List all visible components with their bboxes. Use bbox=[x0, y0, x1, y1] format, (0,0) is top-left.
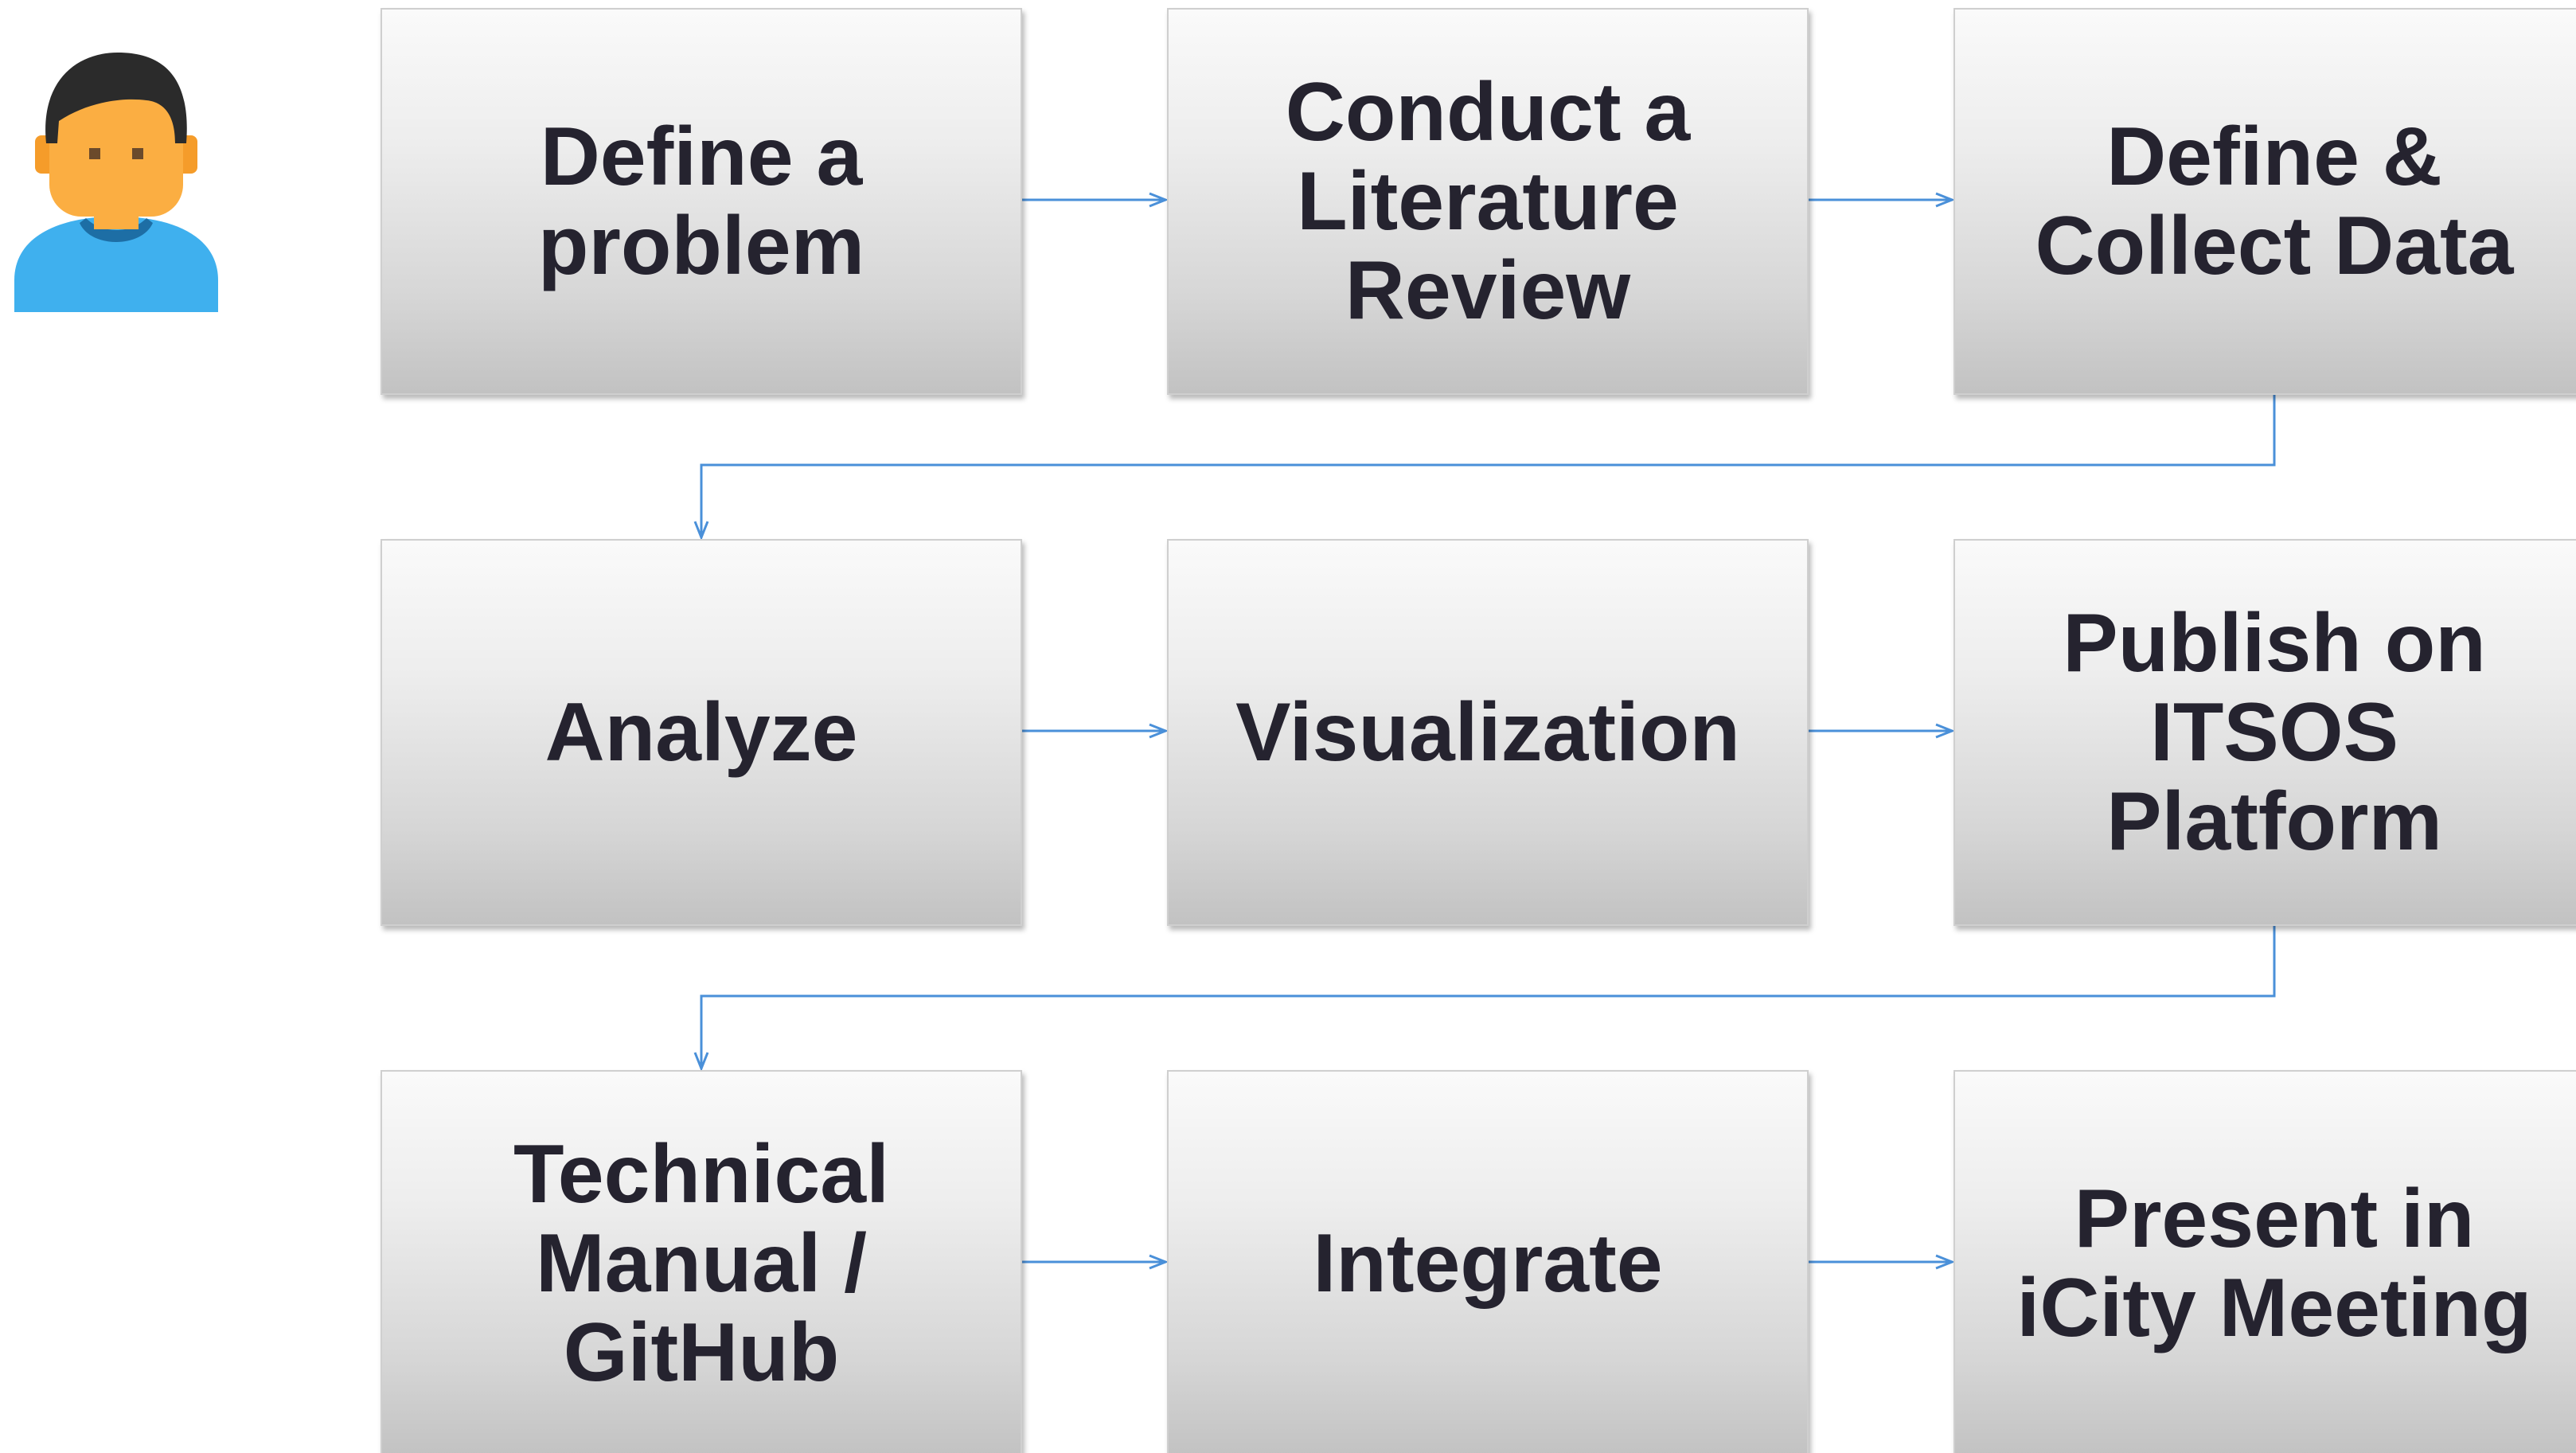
step-label: Present in iCity Meeting bbox=[2016, 1173, 2532, 1354]
step-analyze: Analyze bbox=[381, 539, 1022, 926]
step-collect-data: Define & Collect Data bbox=[1953, 8, 2576, 395]
arrow-step6-step7 bbox=[701, 926, 2276, 1068]
person-icon bbox=[14, 53, 218, 312]
step-integrate: Integrate bbox=[1167, 1070, 1809, 1453]
step-label: Visualization bbox=[1235, 686, 1740, 779]
step-label: Define a problem bbox=[537, 111, 865, 292]
step-visualization: Visualization bbox=[1167, 539, 1809, 926]
step-label: Publish on ITSOS Platform bbox=[2063, 597, 2486, 868]
step-label: Integrate bbox=[1313, 1217, 1663, 1310]
step-define-problem: Define a problem bbox=[381, 8, 1022, 395]
step-label: Define & Collect Data bbox=[2035, 111, 2514, 292]
step-label: Conduct a Literature Review bbox=[1285, 66, 1691, 337]
step-label: Technical Manual / GitHub bbox=[513, 1128, 889, 1399]
step-literature-review: Conduct a Literature Review bbox=[1167, 8, 1809, 395]
step-technical-manual: Technical Manual / GitHub bbox=[381, 1070, 1022, 1453]
step-present: Present in iCity Meeting bbox=[1953, 1070, 2576, 1453]
step-publish: Publish on ITSOS Platform bbox=[1953, 539, 2576, 926]
step-label: Analyze bbox=[544, 686, 858, 779]
arrow-step3-step4 bbox=[701, 395, 2276, 537]
